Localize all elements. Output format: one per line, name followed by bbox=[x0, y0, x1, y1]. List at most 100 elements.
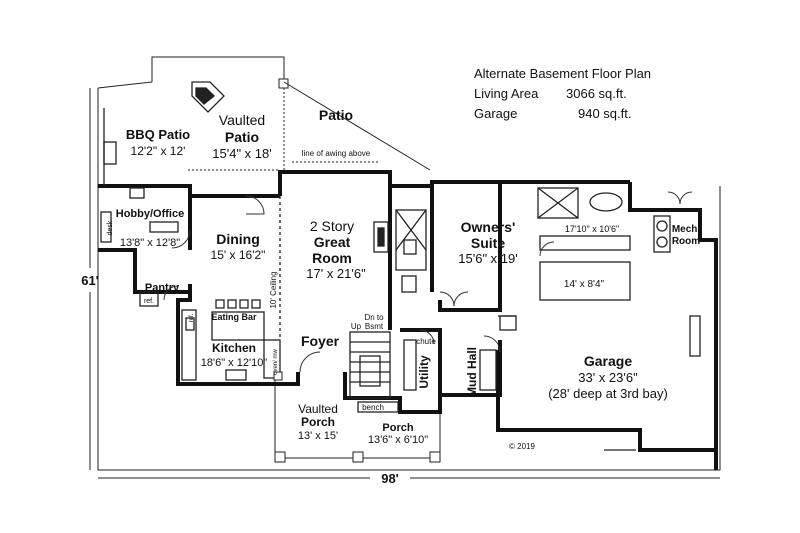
wall-utility bbox=[400, 328, 502, 397]
patio-outline bbox=[151, 56, 285, 82]
stool bbox=[251, 299, 261, 309]
porch-size: 13'6" x 6'10" bbox=[368, 434, 428, 446]
mud-locker bbox=[479, 349, 497, 391]
garage-note: (28' deep at 3rd bay) bbox=[548, 386, 668, 401]
legend-garage-value: 940 sq.ft. bbox=[578, 106, 631, 121]
post bbox=[274, 451, 286, 463]
door-hobby bbox=[171, 229, 191, 249]
fixtures bbox=[100, 81, 701, 451]
mech-tank-1 bbox=[656, 220, 668, 232]
wall-garage-south bbox=[496, 350, 716, 452]
bbq-grill bbox=[103, 141, 117, 165]
owners-vanity bbox=[539, 235, 631, 251]
door-pantry bbox=[163, 285, 179, 301]
post bbox=[273, 371, 283, 381]
bar-stools bbox=[215, 299, 261, 309]
door-owners-1 bbox=[439, 291, 455, 307]
awning-note: line of awing above bbox=[302, 149, 371, 158]
kitchen-sink bbox=[225, 369, 247, 381]
pantry-ref bbox=[139, 291, 159, 307]
garage-step-box bbox=[499, 315, 517, 331]
walls bbox=[98, 170, 718, 470]
great-room-tv bbox=[377, 227, 385, 247]
wall-owners-south bbox=[438, 180, 502, 312]
pantry-label: Pantry bbox=[145, 282, 180, 294]
great-room-line1: 2 Story bbox=[310, 218, 354, 234]
dining-size: 15' x 16'2" bbox=[211, 248, 266, 262]
post bbox=[352, 451, 364, 463]
legend-garage-label: Garage bbox=[474, 106, 517, 121]
great-room-line3: Room bbox=[312, 250, 352, 266]
chute-label: chute bbox=[416, 337, 436, 346]
mech-tank-2 bbox=[656, 236, 668, 248]
owners-tub bbox=[589, 192, 623, 212]
mech-equipment bbox=[653, 215, 671, 253]
stair-treads bbox=[350, 341, 390, 383]
room-labels: Patio BBQ Patio 12'2" x 12' Vaulted Pati… bbox=[81, 107, 700, 486]
bath-size: 17'10" x 10'6" bbox=[565, 224, 619, 234]
closet-size: 14' x 8'4" bbox=[564, 279, 605, 290]
great-room-size: 17' x 21'6" bbox=[306, 266, 366, 281]
bench-label: bench bbox=[362, 403, 384, 412]
garage-side bbox=[689, 315, 701, 357]
foyer-label: Foyer bbox=[301, 333, 340, 349]
hobby-desk bbox=[100, 211, 112, 243]
wall-west-kitchen bbox=[176, 284, 300, 386]
mech-line1: Mech. bbox=[672, 224, 701, 235]
hobby-label: Hobby/Office bbox=[116, 208, 184, 220]
utility-washer bbox=[403, 339, 417, 391]
lot-outline bbox=[97, 88, 721, 471]
patio-label: Patio bbox=[319, 107, 353, 123]
vaulted-patio-size: 15'4" x 18' bbox=[212, 146, 271, 161]
stairs bbox=[349, 331, 391, 399]
door-garage bbox=[483, 335, 501, 353]
wall-hobby bbox=[98, 184, 192, 250]
legend-living-label: Living Area bbox=[474, 86, 539, 101]
owners-shower-x2 bbox=[537, 187, 579, 219]
stair-landing bbox=[359, 355, 381, 387]
owners-line1: Owners' bbox=[461, 219, 516, 235]
stairs-up: Up bbox=[351, 322, 362, 331]
kitchen-island bbox=[211, 311, 265, 341]
kitchen-ref-label: ref. bbox=[189, 313, 195, 322]
door-closet bbox=[539, 241, 555, 257]
owners-shower bbox=[537, 187, 579, 219]
width-dimension: 98' bbox=[381, 471, 399, 486]
powder-x2 bbox=[395, 209, 427, 251]
hobby-size: 13'8" x 12'8" bbox=[120, 237, 180, 249]
dimension-lines bbox=[89, 88, 720, 479]
powder-room bbox=[395, 209, 427, 271]
vaulted-porch-line2: Porch bbox=[301, 415, 335, 429]
kitchen-oven-label: oven/ mw bbox=[273, 349, 279, 375]
door-utility bbox=[419, 329, 435, 345]
kitchen-counter-east bbox=[263, 339, 281, 379]
hobby-shelf bbox=[129, 187, 145, 199]
mech-line2: Room bbox=[672, 236, 700, 247]
mud-hall-label: Mud Hall bbox=[465, 347, 479, 397]
stool bbox=[239, 299, 249, 309]
wall-foyer bbox=[343, 372, 442, 414]
door-mech bbox=[667, 191, 693, 205]
pantry-ref-label: ref. bbox=[144, 298, 154, 305]
vaulted-patio-line1: Vaulted bbox=[219, 112, 265, 128]
kitchen-size: 18'6" x 12'10" bbox=[201, 357, 268, 369]
owners-size: 15'6" x 19' bbox=[458, 251, 517, 266]
wall-hobby-south bbox=[98, 248, 190, 294]
copyright: © 2019 bbox=[509, 442, 535, 451]
powder-sink bbox=[401, 275, 417, 293]
legend-title: Alternate Basement Floor Plan bbox=[474, 66, 651, 81]
porch-posts bbox=[273, 371, 441, 463]
porch-label: Porch bbox=[382, 422, 413, 434]
garage-label: Garage bbox=[584, 353, 632, 369]
utility-label: Utility bbox=[417, 355, 431, 389]
door-owners-2 bbox=[453, 291, 469, 307]
bbq-label: BBQ Patio bbox=[126, 127, 190, 142]
legend-living-value: 3066 sq.ft. bbox=[566, 86, 627, 101]
kitchen-label: Kitchen bbox=[212, 341, 256, 355]
great-room-fireplace bbox=[373, 221, 389, 253]
stairs-bsmt: Bsmt bbox=[365, 322, 384, 331]
lot-top-right bbox=[283, 81, 431, 171]
kitchen-counter-west bbox=[181, 309, 197, 381]
bench bbox=[357, 401, 399, 413]
